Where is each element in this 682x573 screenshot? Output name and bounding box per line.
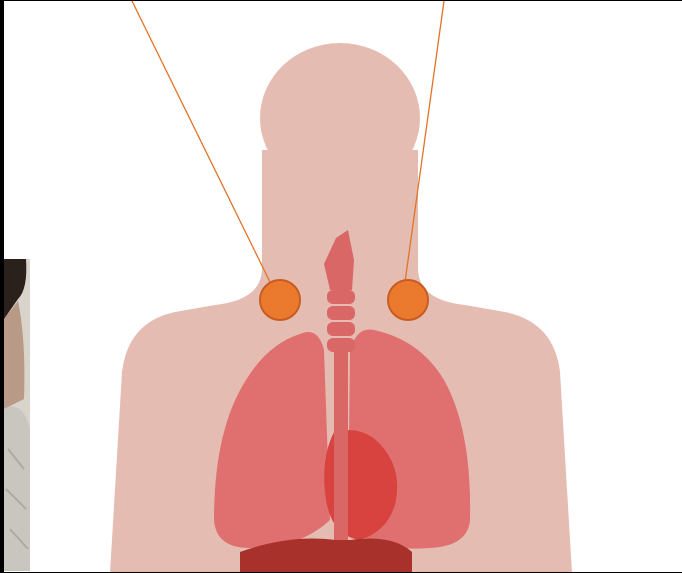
diagram-panel	[4, 1, 682, 572]
photo-edge	[4, 259, 30, 571]
tracheal-ring	[327, 322, 355, 336]
anatomy-diagram	[4, 1, 682, 572]
left-lymph-node-marker	[260, 280, 300, 320]
esophagus	[334, 352, 348, 552]
tracheal-ring	[327, 290, 355, 304]
tracheal-ring	[327, 306, 355, 320]
left-leader-line	[132, 1, 270, 282]
person-photo-fragment	[4, 259, 30, 571]
tracheal-ring	[327, 338, 355, 352]
right-lymph-node-marker	[388, 280, 428, 320]
